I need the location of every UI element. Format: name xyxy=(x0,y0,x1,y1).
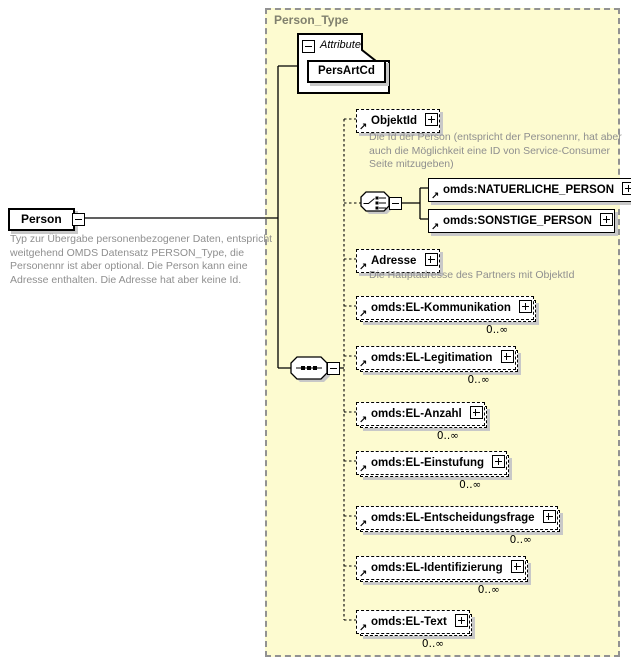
element-el-kommunikation-row: ↗ omds:EL-Kommunikation 0..∞ xyxy=(356,296,537,336)
reference-arrow-icon: ↗ xyxy=(359,623,368,634)
occurrence-label: 0..∞ xyxy=(477,584,500,596)
element-sonstige-person-row: ↗ omds:SONSTIGE_PERSON xyxy=(428,209,616,233)
adresse-annotation: Die Hauptadresse des Partners mit Objekt… xyxy=(369,269,575,281)
reference-arrow-icon: ↗ xyxy=(359,415,368,426)
occurrence-label: 0..∞ xyxy=(421,638,445,650)
reference-arrow-icon: ↗ xyxy=(359,569,368,580)
occurrence-label: 0..∞ xyxy=(467,374,490,386)
attribute-section-label: Attribute xyxy=(320,39,361,51)
person-annotation: Typ zur Übergabe personenbezogener Daten… xyxy=(10,233,273,286)
element-sonstige-person[interactable]: ↗ omds:SONSTIGE_PERSON xyxy=(428,209,616,233)
element-natuerliche-person[interactable]: ↗ omds:NATUERLICHE_PERSON xyxy=(428,178,631,202)
reference-arrow-icon: ↗ xyxy=(359,359,368,370)
element-el-einstufung-row: ↗ omds:EL-Einstufung 0..∞ xyxy=(356,451,510,491)
reference-arrow-icon: ↗ xyxy=(431,222,440,233)
el-legitimation-expand-button[interactable] xyxy=(500,350,514,363)
attribute-persartcd[interactable]: PersArtCd xyxy=(307,60,386,83)
occurrence-label: 0..∞ xyxy=(509,534,532,546)
person-element[interactable]: Person xyxy=(8,208,85,231)
objektid-expand-button[interactable] xyxy=(425,113,439,126)
element-objektid-row: ↗ ObjektId xyxy=(356,109,441,133)
element-el-text-row: ↗ omds:EL-Text 0..∞ xyxy=(356,610,473,650)
reference-arrow-icon: ↗ xyxy=(359,464,368,475)
element-el-identifizierung[interactable]: ↗ omds:EL-Identifizierung xyxy=(356,556,528,582)
element-el-entscheidungsfrage-row: ↗ omds:EL-Entscheidungsfrage 0..∞ xyxy=(356,506,560,546)
natuerliche-person-expand-button[interactable] xyxy=(622,182,631,195)
element-natuerliche-person-row: ↗ omds:NATUERLICHE_PERSON xyxy=(428,178,631,202)
element-el-kommunikation[interactable]: ↗ omds:EL-Kommunikation xyxy=(356,296,537,322)
choice-collapse-button[interactable] xyxy=(389,197,402,210)
el-text-expand-button[interactable] xyxy=(455,614,469,627)
element-el-legitimation-row: ↗ omds:EL-Legitimation 0..∞ xyxy=(356,346,518,386)
objektid-annotation: Die Id der Person (entspricht der Person… xyxy=(369,131,622,170)
reference-arrow-icon: ↗ xyxy=(359,262,368,273)
adresse-expand-button[interactable] xyxy=(424,253,438,266)
el-entscheidungsfrage-expand-button[interactable] xyxy=(542,510,556,523)
el-anzahl-expand-button[interactable] xyxy=(469,406,483,419)
element-objektid[interactable]: ↗ ObjektId xyxy=(356,109,441,133)
person-element-label: Person xyxy=(21,212,62,226)
person-type-title: Person_Type xyxy=(274,13,349,27)
element-adresse[interactable]: ↗ Adresse xyxy=(356,249,440,273)
sonstige-person-expand-button[interactable] xyxy=(600,213,614,226)
sequence-collapse-button[interactable] xyxy=(327,362,340,375)
reference-arrow-icon: ↗ xyxy=(359,122,368,133)
occurrence-label: 0..∞ xyxy=(436,430,459,442)
occurrence-label: 0..∞ xyxy=(459,479,482,491)
reference-arrow-icon: ↗ xyxy=(359,519,368,530)
element-el-entscheidungsfrage[interactable]: ↗ omds:EL-Entscheidungsfrage xyxy=(356,506,560,532)
reference-arrow-icon: ↗ xyxy=(431,191,440,202)
element-el-text[interactable]: ↗ omds:EL-Text xyxy=(356,610,473,636)
el-identifizierung-expand-button[interactable] xyxy=(510,560,524,573)
element-el-anzahl-row: ↗ omds:EL-Anzahl 0..∞ xyxy=(356,402,487,442)
person-collapse-button[interactable] xyxy=(71,213,85,226)
element-el-identifizierung-row: ↗ omds:EL-Identifizierung 0..∞ xyxy=(356,556,528,596)
el-einstufung-expand-button[interactable] xyxy=(492,455,506,468)
occurrence-label: 0..∞ xyxy=(486,324,509,336)
element-el-einstufung[interactable]: ↗ omds:EL-Einstufung xyxy=(356,451,510,477)
el-kommunikation-expand-button[interactable] xyxy=(519,300,533,313)
reference-arrow-icon: ↗ xyxy=(359,309,368,320)
attribute-collapse-button[interactable] xyxy=(302,40,315,53)
element-el-anzahl[interactable]: ↗ omds:EL-Anzahl xyxy=(356,402,487,428)
element-el-legitimation[interactable]: ↗ omds:EL-Legitimation xyxy=(356,346,518,372)
element-adresse-row: ↗ Adresse xyxy=(356,249,440,273)
